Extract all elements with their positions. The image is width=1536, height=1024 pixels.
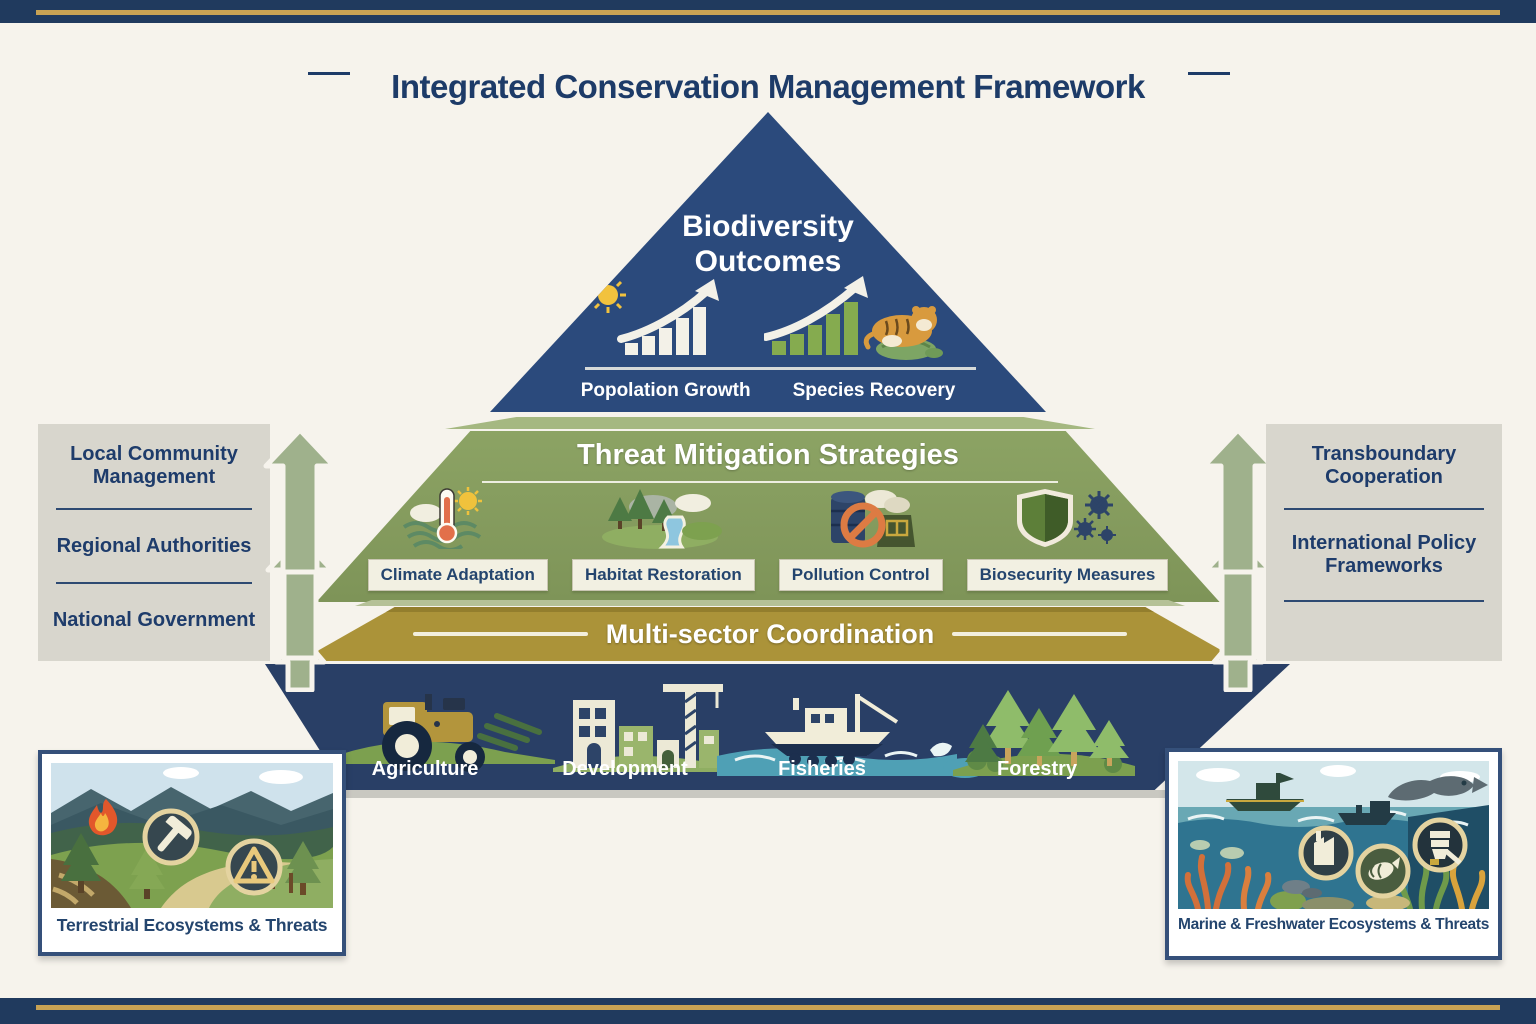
warning-badge-icon (225, 838, 283, 896)
tractor-icon (325, 694, 555, 772)
panel-item-international-policy-frameworks: International Policy Frameworks (1291, 532, 1477, 577)
tree-icons (61, 833, 321, 899)
sector-label-forestry: Forestry (996, 758, 1078, 780)
panel-divider (1284, 508, 1484, 510)
right-policy-panel: Transboundary Cooperation International … (1266, 424, 1502, 661)
flank-line-left (412, 632, 588, 636)
flame-icon (88, 799, 118, 836)
shield-virus-icon (1007, 487, 1127, 554)
axe-badge-icon (142, 808, 200, 866)
barrel-prohibition-icon (803, 487, 918, 554)
panel-item-transboundary-cooperation: Transboundary Cooperation (1311, 443, 1457, 488)
flank-line-right (952, 632, 1128, 636)
panel-item-regional-authorities: Regional Authorities (56, 534, 252, 557)
forest-river-icon (598, 487, 728, 554)
terrestrial-scene (51, 763, 333, 908)
top-border-bar (0, 0, 1536, 23)
outcome-label-species-recovery: Species Recovery (792, 380, 956, 401)
strategy-label-climate-adaptation: Climate Adaptation (367, 559, 548, 591)
bottom-border-bar (0, 998, 1536, 1024)
marine-card-caption: Marine & Freshwater Ecosystems & Threats (1178, 916, 1490, 933)
threat-mitigation-title: Threat Mitigation Strategies (577, 439, 959, 471)
terrestrial-card-caption: Terrestrial Ecosystems & Threats (56, 915, 328, 935)
marine-ecosystems-card: , (1165, 748, 1502, 960)
panel-item-national-government: National Government (52, 609, 256, 631)
pyramid-band-multi-sector-coordination: Multi-sector Coordination (299, 607, 1241, 661)
strategy-label-pollution-control: Pollution Control (778, 559, 943, 591)
sun-growth-chart-icon (583, 275, 738, 366)
gold-accent-line (36, 1005, 1500, 1010)
coral-icons: , (1184, 840, 1486, 909)
pyramid-middle-threat-mitigation: Threat Mitigation Strategies (316, 431, 1220, 602)
boat-icon (1226, 773, 1304, 811)
sector-label-development: Development (562, 758, 688, 780)
layer-divider-strip (355, 600, 1185, 606)
factory-badge-icon (1298, 825, 1354, 881)
smoke-fish-icon (1338, 776, 1488, 825)
layer-divider-strip (445, 417, 1095, 429)
page-title: Integrated Conservation Management Frame… (391, 68, 1145, 106)
gold-accent-line (36, 10, 1500, 15)
buildings-crane-icon (553, 684, 723, 772)
up-arrows-icon (263, 427, 337, 692)
strategy-pollution-control: Pollution Control (778, 487, 943, 591)
divider-line (585, 367, 976, 370)
base-shadow (330, 790, 1170, 798)
title-dash-left (308, 72, 350, 75)
strategy-label-biosecurity-measures: Biosecurity Measures (966, 559, 1169, 591)
sector-label-agriculture: Agriculture (371, 758, 479, 780)
terrestrial-ecosystems-card: Terrestrial Ecosystems & Threats (38, 750, 346, 956)
panel-divider (56, 508, 252, 510)
sector-label-fisheries: Fisheries (778, 758, 866, 780)
left-governance-panel: Local Community Management Regional Auth… (38, 424, 270, 661)
strategy-habitat-restoration: Habitat Restoration (571, 487, 755, 591)
outcome-label-population-growth: Popolation Growth (580, 380, 751, 401)
pyramid-top-biodiversity-outcomes: Biodiversity Outcomes (490, 112, 1046, 412)
panel-divider (56, 582, 252, 584)
strategy-label-habitat-restoration: Habitat Restoration (571, 559, 755, 591)
panel-item-local-community-management: Local Community Management (70, 443, 238, 488)
strategy-biosecurity-measures: Biosecurity Measures (966, 487, 1169, 591)
title-dash-right (1188, 72, 1230, 75)
tiger-icon (863, 306, 937, 350)
pine-trees-icon (943, 690, 1135, 778)
pyramid-base-sectors: Agriculture Development Fisheries Forest… (265, 664, 1290, 790)
thermometer-sun-icon (398, 487, 518, 554)
strategy-climate-adaptation: Climate Adaptation (367, 487, 548, 591)
fish-badge-icon (1355, 843, 1411, 899)
biodiversity-outcomes-title: Biodiversity Outcomes (682, 210, 854, 278)
fishing-boat-icon (717, 694, 957, 776)
multi-sector-coordination-title: Multi-sector Coordination (605, 618, 935, 649)
divider-line (482, 481, 1058, 483)
species-recovery-chart-icon (761, 275, 954, 366)
marine-scene: , (1178, 761, 1489, 909)
trash-badge-icon (1412, 817, 1468, 873)
panel-divider (1284, 600, 1484, 602)
